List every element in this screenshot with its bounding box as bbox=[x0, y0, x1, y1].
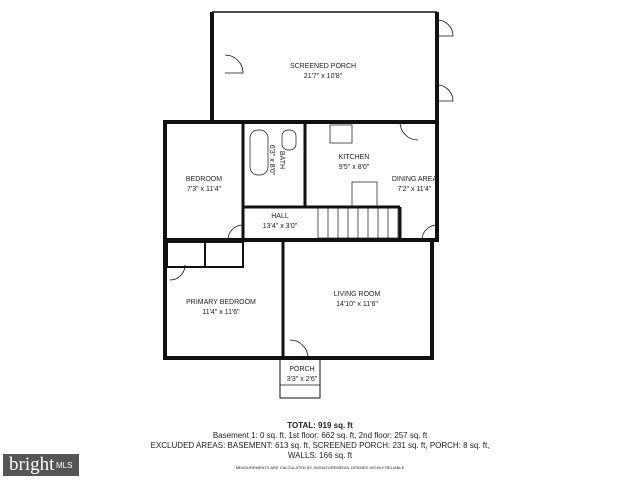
excluded-areas: EXCLUDED AREAS: BASEMENT: 613 sq. ft, SC… bbox=[150, 441, 490, 450]
wall-area: WALLS: 166 sq. ft bbox=[287, 451, 353, 460]
total-area: TOTAL: 919 sq. ft bbox=[287, 421, 353, 430]
floor-areas: Basement 1: 0 sq. ft, 1st floor: 662 sq.… bbox=[212, 431, 428, 440]
logo-suffix: MLS bbox=[56, 461, 73, 470]
disclaimer: MEASUREMENTS ARE CALCULATED BY SIGNATURE… bbox=[235, 465, 405, 470]
bright-mls-logo: bright MLS bbox=[3, 454, 79, 476]
logo-text: bright bbox=[9, 454, 55, 475]
